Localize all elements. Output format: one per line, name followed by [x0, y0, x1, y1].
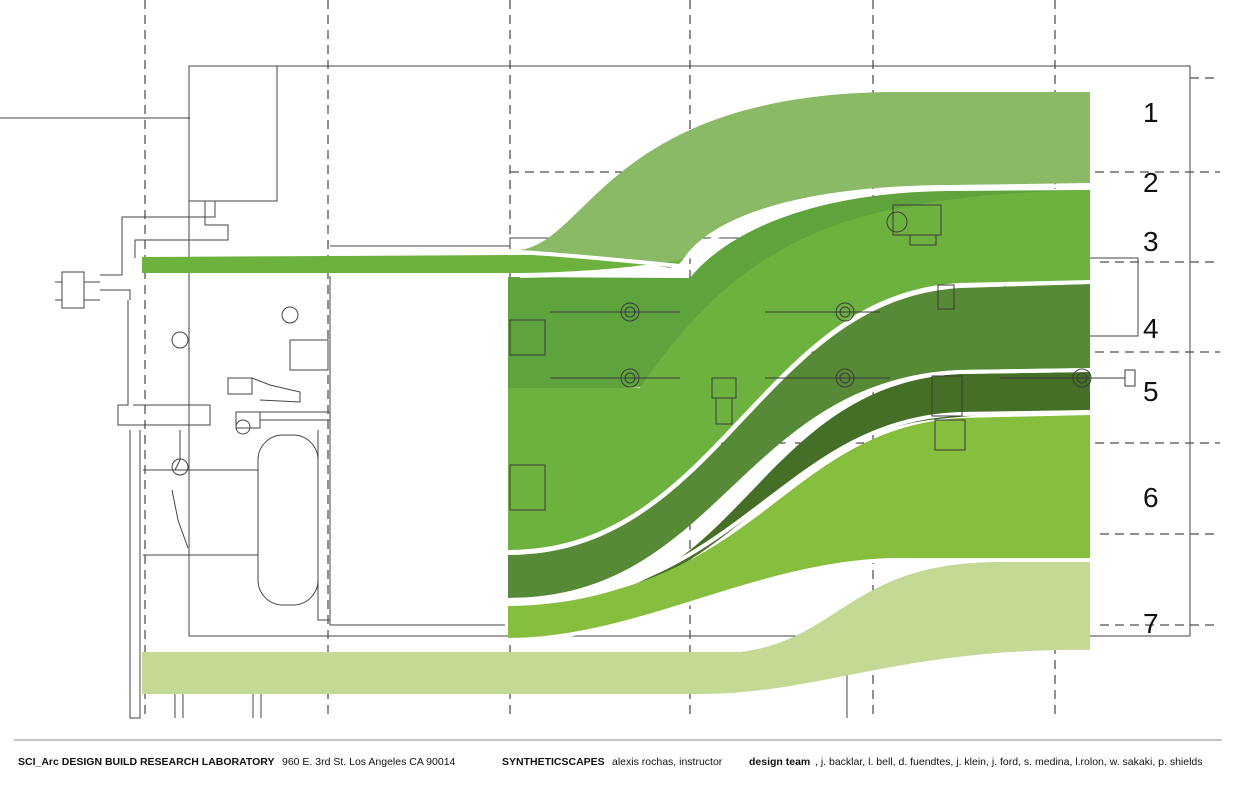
zone-strip-3 [142, 255, 690, 273]
dashed-grid [144, 0, 1220, 718]
zone-label-1: 1 [1143, 97, 1159, 128]
zone-band-1 [520, 92, 1090, 265]
zone-band-5 [555, 372, 1090, 600]
zone-band-7 [142, 562, 1090, 694]
team-label: design team [749, 756, 811, 768]
zone-labels: 1 2 3 4 5 6 7 [1143, 97, 1159, 639]
lab-name: SCI_Arc DESIGN BUILD RESEARCH LABORATORY [18, 756, 275, 768]
instructor: alexis rochas, instructor [612, 756, 723, 768]
zone-band-4 [508, 284, 1090, 598]
zone-label-7: 7 [1143, 608, 1159, 639]
team-members: , j. backlar, l. bell, d. fuendtes, j. k… [815, 756, 1203, 768]
project-name: SYNTHETICSCAPES [502, 756, 605, 768]
zone-label-6: 6 [1143, 482, 1159, 513]
zone-band-3 [508, 190, 1090, 550]
lab-address: 960 E. 3rd St. Los Angeles CA 90014 [282, 756, 456, 768]
green-zones [142, 92, 1090, 694]
zone-label-3: 3 [1143, 226, 1159, 257]
zone-label-2: 2 [1143, 167, 1159, 198]
zone-label-5: 5 [1143, 376, 1159, 407]
zone-label-4: 4 [1143, 313, 1159, 344]
equipment-overlay [509, 204, 1136, 511]
zone-separators [507, 184, 1091, 642]
zone-band-6 [508, 415, 1090, 638]
footer-credits: SCI_Arc DESIGN BUILD RESEARCH LABORATORY… [0, 756, 1236, 776]
